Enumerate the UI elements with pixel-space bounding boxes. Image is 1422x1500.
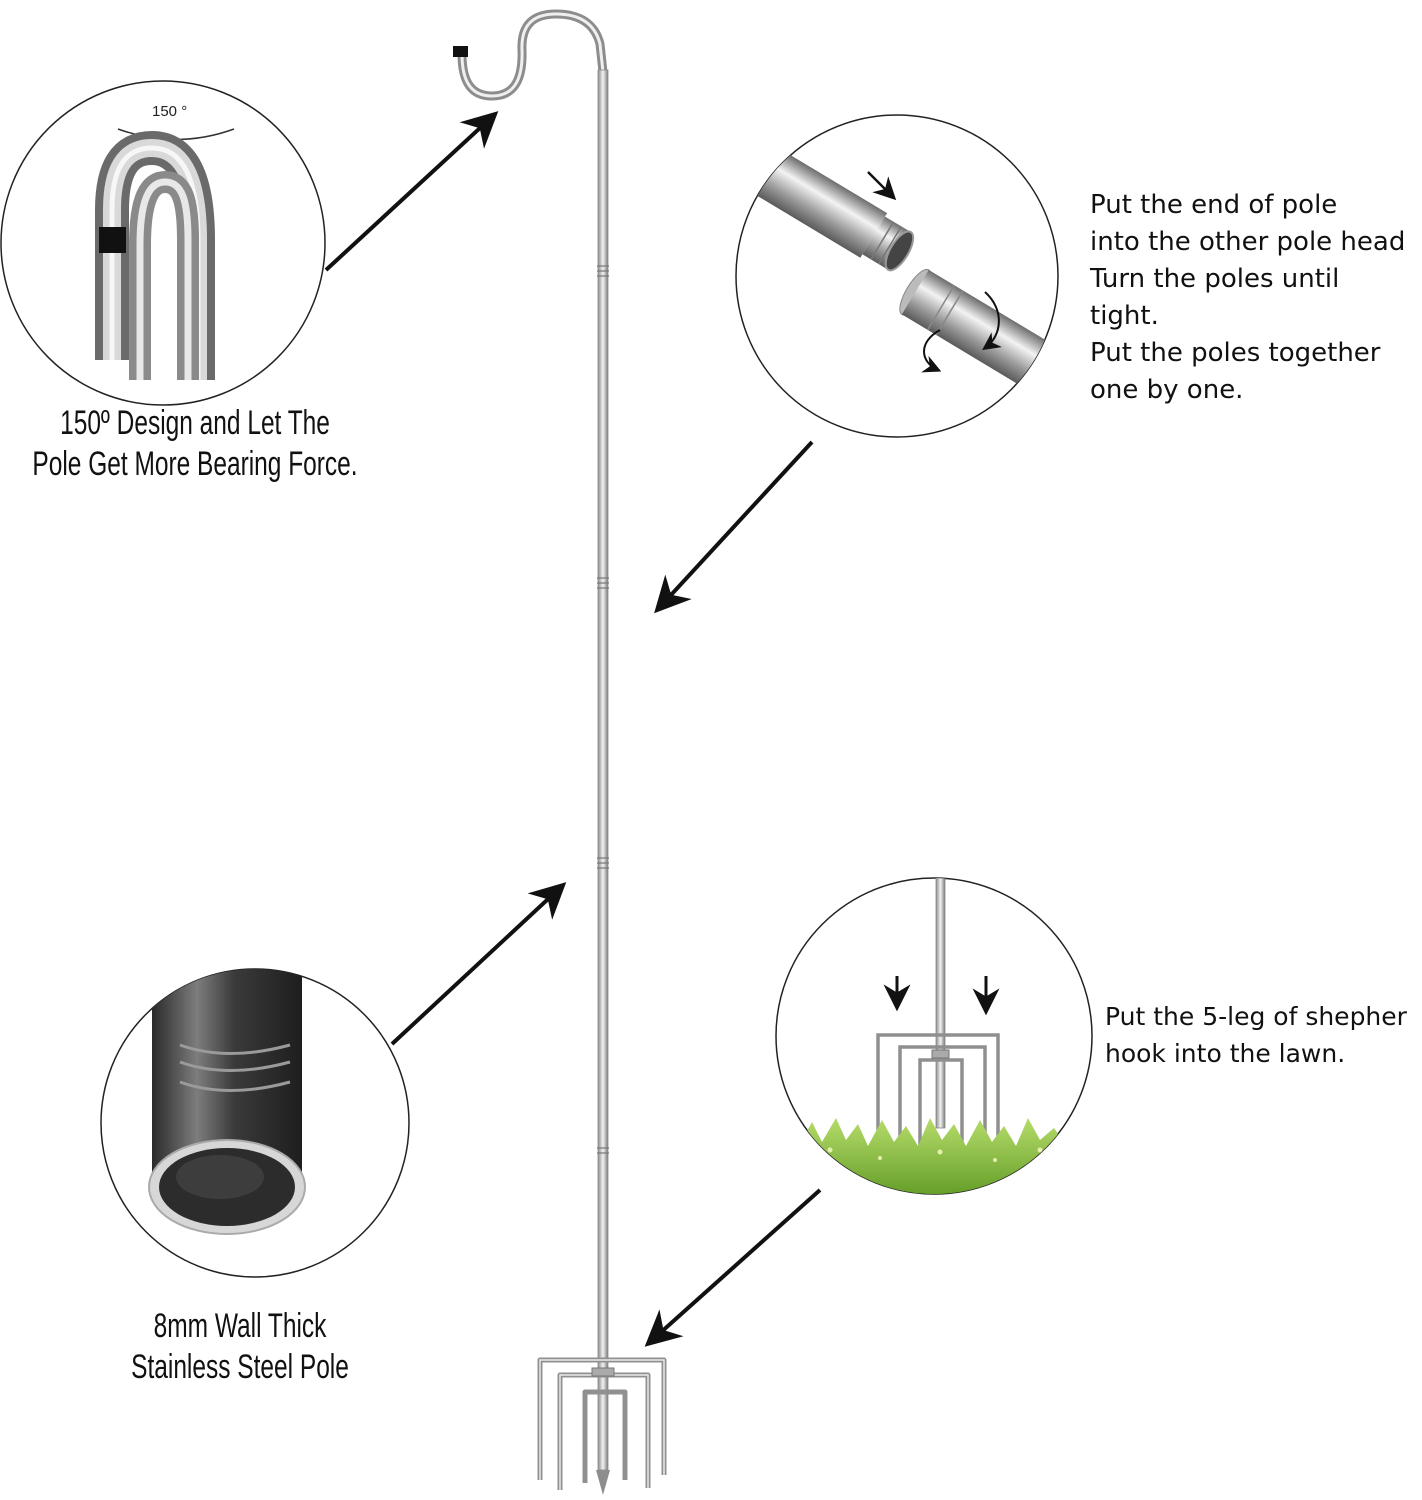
wall-thickness-callout bbox=[100, 968, 410, 1278]
arrow-to-hook-icon bbox=[324, 111, 499, 272]
hook-cap-icon bbox=[453, 46, 468, 57]
connection-caption: Put the end of pole into the other pole … bbox=[1090, 190, 1406, 405]
pointer-arrows bbox=[324, 111, 822, 1347]
arrow-to-joint-icon bbox=[654, 440, 814, 614]
connection-detail-callout bbox=[735, 114, 1059, 438]
hook-end-cap-icon bbox=[99, 227, 126, 253]
angle-label: 150 ° bbox=[152, 103, 188, 120]
hook-detail-callout bbox=[0, 80, 326, 406]
base-caption: Put the 5-leg of shepher hook into the l… bbox=[1105, 1002, 1407, 1068]
arrow-to-shaft-icon bbox=[390, 882, 567, 1046]
shepherd-hook-pole bbox=[453, 9, 667, 1495]
base-detail-callout bbox=[775, 877, 1093, 1195]
insert-arrow-icon bbox=[867, 171, 897, 201]
rotate-arrow-icon bbox=[982, 291, 1002, 351]
rotate-arrow-icon-2 bbox=[921, 329, 942, 373]
hook-caption: 150º Design and Let The Pole Get More Be… bbox=[32, 404, 358, 483]
arrow-to-base-icon bbox=[644, 1188, 822, 1347]
wall-caption: 8mm Wall Thick Stainless Steel Pole bbox=[131, 1307, 349, 1386]
